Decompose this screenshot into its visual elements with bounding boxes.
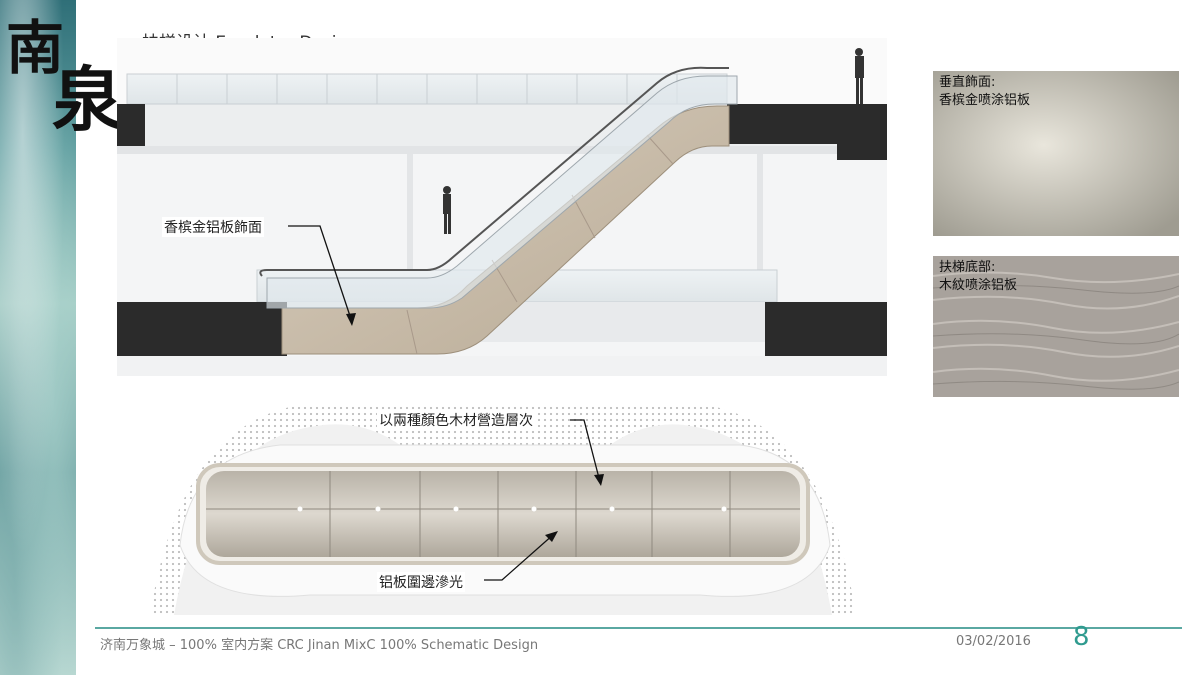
decorative-water-strip — [0, 0, 76, 675]
page-number: 8 — [1073, 622, 1090, 652]
swatch-label-vertical-finish: 垂直飾面: 香槟金喷涂铝板 — [939, 74, 1030, 110]
callout-arrow — [288, 225, 356, 326]
swatch-label-line: 垂直飾面: — [939, 75, 996, 90]
footer-rule — [95, 627, 1182, 629]
swatch-label-line: 扶梯底部: — [939, 260, 996, 275]
swatch-label-line: 木紋喷涂铝板 — [939, 278, 1018, 293]
svg-text:南: 南 — [6, 14, 64, 82]
callout-arrow — [570, 419, 604, 486]
swatch-label-line: 香槟金喷涂铝板 — [939, 93, 1031, 108]
swatch-wood-grain-aluminum — [933, 256, 1179, 397]
swatch-champagne-aluminum — [933, 71, 1179, 236]
escalator-elevation-drawing — [117, 38, 887, 376]
callout-champagne-panel: 香槟金铝板飾面 — [162, 217, 264, 237]
footer-date: 03/02/2016 — [956, 634, 1031, 649]
callout-aluminum-edge-glow: 铝板圍邊滲光 — [377, 572, 465, 592]
footer-project-name: 济南万象城 – 100% 室内方案 CRC Jinan MixC 100% Sc… — [100, 638, 539, 653]
escalator-plan-drawing — [140, 405, 866, 617]
swatch-label-escalator-bottom: 扶梯底部: 木紋喷涂铝板 — [939, 259, 1017, 295]
callout-two-tone-wood: 以兩種顏色木材營造層次 — [377, 410, 535, 430]
svg-text:泉: 泉 — [52, 58, 122, 136]
callout-arrow — [484, 531, 558, 581]
nanquan-calligraphy-logo: 南 泉 — [6, 14, 122, 136]
